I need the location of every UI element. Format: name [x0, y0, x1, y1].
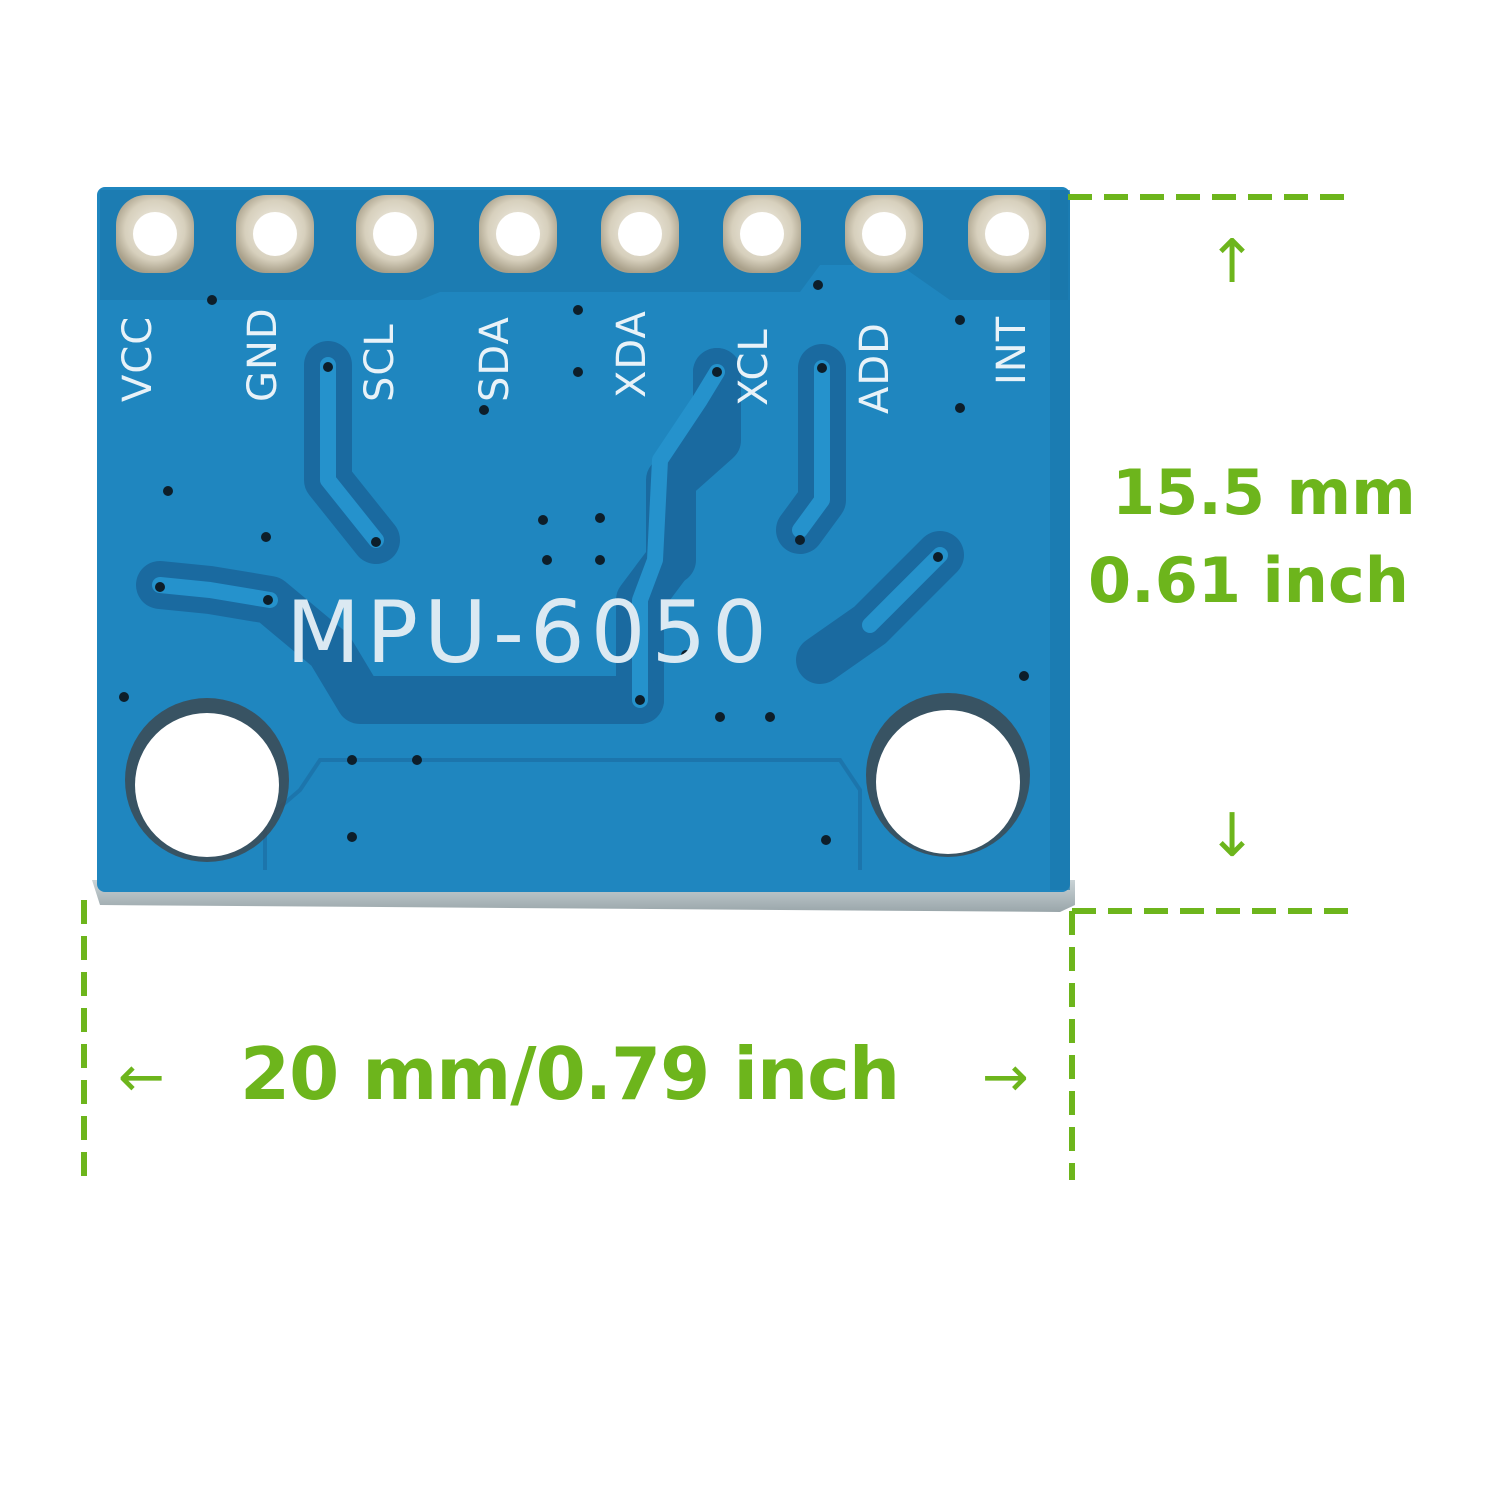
pin-label-int: INT	[989, 315, 1035, 385]
arrow-down-icon: ↓	[1207, 801, 1258, 871]
width-label: 20 mm/0.79 inch	[240, 1032, 900, 1116]
pin-label-sda: SDA	[472, 316, 518, 402]
dimension-guides	[81, 194, 1355, 1180]
arrow-left-icon: ←	[118, 1045, 165, 1110]
pin-label-scl: SCL	[357, 323, 403, 402]
pin-label-vcc: VCC	[115, 315, 161, 402]
pin-header-pads	[116, 195, 1046, 273]
vias	[119, 280, 1029, 845]
arrow-up-icon: ↑	[1207, 227, 1258, 297]
pin-label-xcl: XCL	[731, 328, 777, 406]
pin-label-xda: XDA	[609, 310, 655, 398]
header-strip	[100, 190, 1068, 300]
mounting-holes	[125, 693, 1030, 862]
arrow-right-icon: →	[982, 1045, 1029, 1110]
height-inch-label: 0.61 inch	[1088, 544, 1409, 617]
board-model-silkscreen: MPU-6050	[286, 583, 773, 683]
height-mm-label: 15.5 mm	[1112, 456, 1416, 529]
pin-label-gnd: GND	[240, 307, 286, 402]
pin-label-add: ADD	[852, 322, 898, 414]
